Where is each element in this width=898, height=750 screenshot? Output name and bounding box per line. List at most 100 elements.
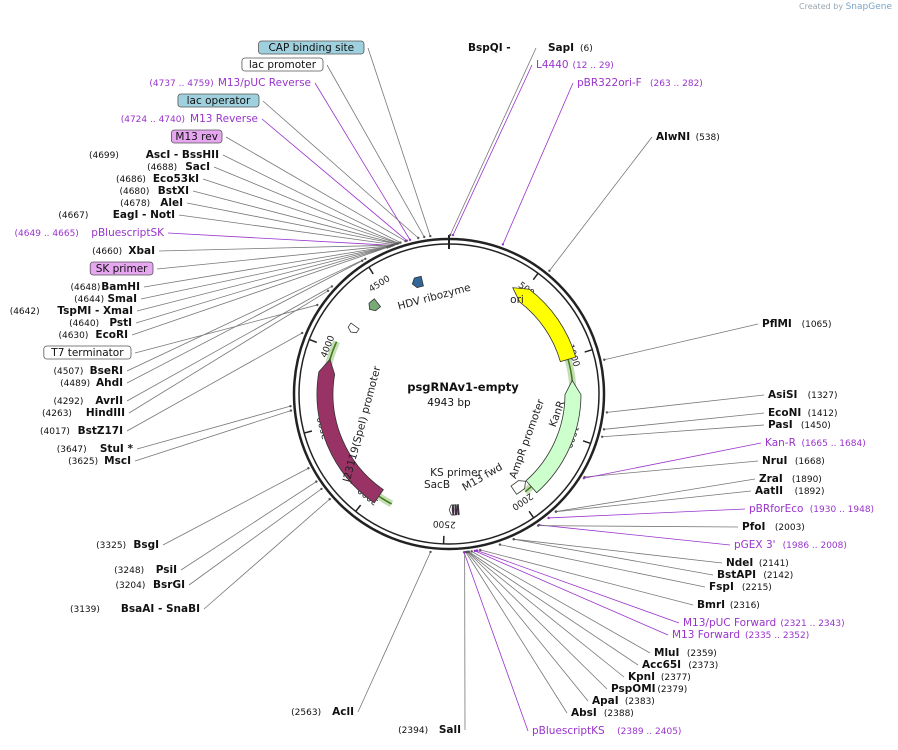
callout-box [89,261,154,276]
callout-position: (4489) [60,379,90,389]
callout-name: pBluescriptSK [91,227,165,239]
callout-position: (4686) [116,175,146,185]
leader-dot [429,234,432,238]
callout-name: BsgI [133,539,159,551]
callout-position: (2383) [625,697,655,707]
leader-line [468,551,639,666]
sacb-arrow [456,504,460,516]
callout-position: (1327) [808,391,838,401]
callout-position: (2316) [730,601,760,611]
ampr-promoter-arrow [510,480,526,495]
callout-position: (4680) [119,187,149,197]
callout-position: (1450) [801,421,831,431]
leader-line [548,508,746,519]
callout-box [177,93,260,108]
callout-name: BstZ17I [78,425,123,437]
callout-position: (1890) [792,475,822,485]
ruler-tick [532,272,539,281]
leader-line [203,498,330,610]
ruler-label: 2000 [509,490,534,511]
callout-name: pBRforEco [749,503,803,515]
m13-fwd-arrow [454,504,458,516]
leader-line [556,478,756,512]
callout-position: (3647) [57,445,87,455]
leader-line [549,136,653,271]
ori-label: ori [510,294,524,306]
leader-dot [498,543,502,546]
callout-name: SalI [439,724,461,736]
callout-position: (2379) [657,685,687,695]
callout-position: (1986 .. 2008) [783,541,847,551]
leader-dot [328,497,331,501]
leader-dot [404,239,407,243]
callout-name: M13/pUC Forward [683,617,776,629]
leader-line [452,64,533,236]
leader-line [192,190,397,245]
callout-position: (2389 .. 2405) [617,727,681,737]
callout-position: (4642) [10,307,40,317]
callout-position: (4263) [42,409,72,419]
leader-dot [605,411,609,414]
callout-name: EagI - NotI [113,209,175,221]
leader-line [602,424,765,438]
leader-line [467,551,608,690]
callout-box [170,129,223,144]
callout-name: PasI [768,419,793,431]
leader-line [502,82,574,245]
leader-dot [429,550,432,554]
leader-line [499,544,706,588]
leader-line [513,538,714,576]
callout-name: M13 Forward [672,629,740,641]
ruler-tick [584,349,593,353]
callout-name: PstI [109,317,132,329]
leader-line [186,202,397,245]
leader-line [128,290,329,414]
callout-name: AhdI [96,377,123,389]
plasmid-length: 4943 bp [427,397,471,409]
callout-name: KpnI [628,671,655,683]
leader-line [326,64,425,238]
callout-position: (2563) [291,708,321,718]
leader-line [604,323,759,361]
callout-name: HindIII [86,407,125,419]
callout-name: StuI * [100,443,134,455]
callout-position: (2335 .. 2352) [745,631,809,641]
callout-position: (4292) [53,397,83,407]
leader-line [178,214,395,246]
callout-name: lac promoter [249,59,317,71]
callout-name: NruI [762,455,787,467]
leader-line [538,525,739,528]
leader-line [126,260,363,384]
leader-line [136,405,291,450]
ruler-tick [368,266,374,275]
callout-position: (1930 .. 1948) [810,505,874,515]
callout-name: L4440 [536,59,569,71]
sacb-label: SacB [424,479,450,491]
leader-dot [603,358,606,361]
leader-dot [289,404,292,408]
callout-name: M13 Reverse [190,113,258,125]
leader-dot [536,524,540,527]
leader-line [140,245,391,300]
callout-name: AbsI [571,707,597,719]
leader-dot [417,236,420,240]
callout-name: TspMI - XmaI [57,305,133,317]
leader-dot [475,549,479,552]
leader-dot [399,241,402,244]
sgrna-scaffold-arrow [316,358,384,504]
leader-dot [467,550,471,553]
leader-line [162,467,309,546]
leader-line [261,118,408,241]
callout-name: PsiI [156,564,177,576]
leader-line [539,524,731,546]
callout-name: M13/pUC Reverse [218,77,311,89]
leader-dot [600,435,604,438]
callout-name: MluI [654,647,679,659]
watermark-brand: SnapGene [845,2,892,12]
leader-dot [408,238,412,242]
leader-line [555,490,752,513]
leader-dot [307,467,310,470]
callout-name: SapI [548,42,574,54]
callout-name: BsrGI [153,579,185,591]
leader-line [314,82,411,241]
